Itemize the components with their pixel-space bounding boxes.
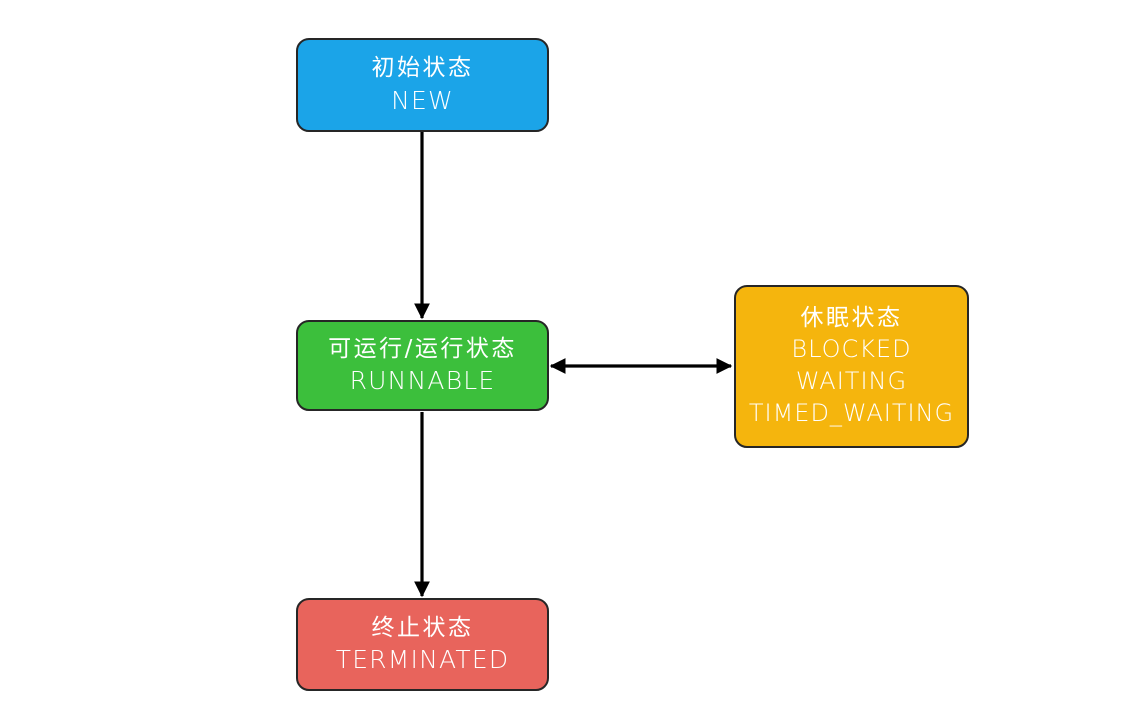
terminated-state-node[interactable]: 终止状态 TERMINATED — [296, 598, 549, 691]
initial-state-node[interactable]: 初始状态 NEW — [296, 38, 549, 132]
runnable-state-node-en-label: RUNNABLE — [349, 366, 496, 396]
sleeping-state-node-en-label-blocked: BLOCKED — [791, 334, 912, 363]
sleeping-state-node[interactable]: 休眠状态 BLOCKED WAITING TIMED_WAITING — [734, 285, 969, 448]
sleeping-state-node-en-label-waiting: WAITING — [795, 366, 908, 395]
runnable-state-node[interactable]: 可运行/运行状态 RUNNABLE — [296, 320, 549, 411]
terminated-state-node-en-label: TERMINATED — [335, 645, 510, 675]
runnable-state-node-cn-label: 可运行/运行状态 — [328, 335, 517, 362]
initial-state-node-en-label: NEW — [391, 85, 454, 115]
sleeping-state-node-cn-label: 休眠状态 — [800, 305, 903, 332]
sleeping-state-node-en-label-timed-waiting: TIMED_WAITING — [748, 398, 955, 427]
terminated-state-node-cn-label: 终止状态 — [371, 614, 474, 641]
initial-state-node-cn-label: 初始状态 — [371, 55, 474, 82]
